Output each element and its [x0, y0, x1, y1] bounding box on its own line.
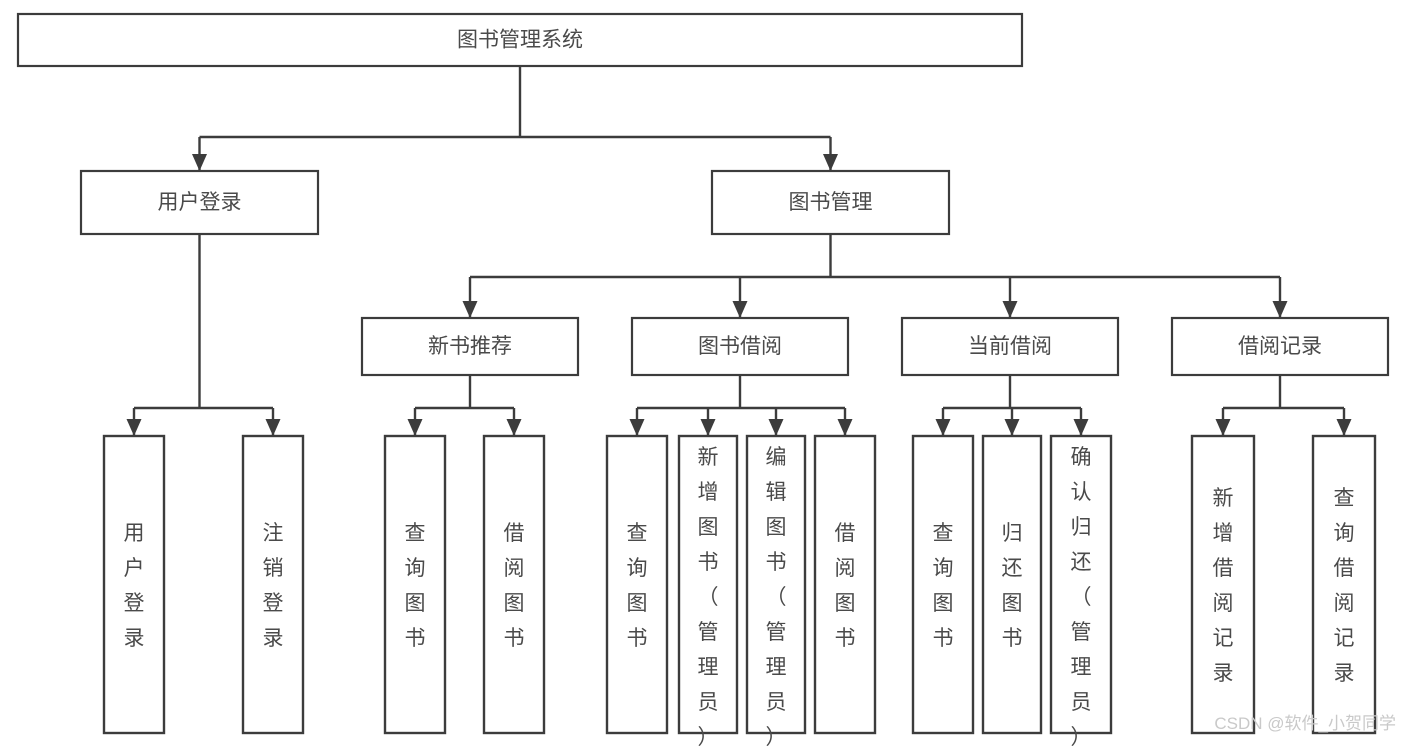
leaf-leaf-user-login-label: 用户登录	[124, 522, 145, 650]
node-borrow-record-label: 借阅记录	[1238, 335, 1322, 358]
leaf-leaf-query-borrow-record-label: 查询借阅记录	[1334, 487, 1355, 685]
arrow-head-icon	[732, 301, 748, 318]
node-new-book-recommend-label: 新书推荐	[428, 335, 512, 358]
node-user-login-label: 用户登录	[158, 191, 242, 214]
root-node-book-management-system-label: 图书管理系统	[457, 29, 583, 52]
leaf-leaf-edit-book-admin-label: 编辑图书（管理员）	[766, 446, 787, 747]
node-user-login-box[interactable]	[79, 169, 320, 236]
arrow-head-icon	[700, 419, 716, 436]
arrow-head-icon	[823, 154, 838, 171]
csdn-watermark: CSDN @软件_小贺同学	[1214, 714, 1396, 733]
arrow-head-icon	[265, 419, 281, 436]
arrow-head-icon	[629, 419, 645, 436]
leaf-leaf-query-book-rec-box[interactable]	[383, 434, 447, 735]
leaf-leaf-edit-book-admin-box[interactable]	[745, 434, 807, 735]
arrow-head-icon	[192, 154, 207, 171]
arrow-head-icon	[1073, 419, 1089, 436]
arrow-head-icon	[1004, 419, 1020, 436]
leaf-leaf-confirm-return-admin-label: 确认归还（管理员）	[1071, 446, 1092, 747]
leaf-leaf-user-logout-label: 注销登录	[263, 522, 284, 650]
arrow-head-icon	[506, 419, 522, 436]
leaf-leaf-user-login-box[interactable]	[102, 434, 166, 735]
leaf-leaf-user-logout-box[interactable]	[241, 434, 305, 735]
leaf-leaf-query-book-rec-label: 查询图书	[405, 522, 426, 650]
arrow-head-icon	[1002, 301, 1018, 318]
leaf-leaf-query-book-cur-box[interactable]	[911, 434, 975, 735]
leaf-leaf-confirm-return-admin-box[interactable]	[1049, 434, 1113, 735]
leaf-leaf-add-book-admin-box[interactable]	[677, 434, 739, 735]
arrow-head-icon	[935, 419, 951, 436]
nodes-group: 图书管理系统用户登录图书管理新书推荐图书借阅当前借阅借阅记录用户登录注销登录查询…	[16, 12, 1390, 747]
leaf-leaf-borrow-book-rec-box[interactable]	[482, 434, 546, 735]
node-book-manage-label: 图书管理	[789, 191, 873, 214]
leaf-leaf-query-borrow-record-box[interactable]	[1311, 434, 1377, 735]
node-book-borrow-box[interactable]	[630, 316, 850, 377]
leaf-leaf-add-borrow-record-box[interactable]	[1190, 434, 1256, 735]
arrow-head-icon	[1336, 419, 1352, 436]
leaf-leaf-query-book-bor-label: 查询图书	[627, 522, 648, 650]
leaf-leaf-return-book-label: 归还图书	[1002, 522, 1023, 650]
leaf-leaf-add-book-admin-label: 新增图书（管理员）	[698, 446, 719, 747]
arrow-head-icon	[407, 419, 423, 436]
arrow-head-icon	[126, 419, 142, 436]
leaf-leaf-borrow-book-rec-label: 借阅图书	[504, 522, 525, 650]
node-new-book-recommend-box[interactable]	[360, 316, 580, 377]
leaf-leaf-borrow-book-bor-label: 借阅图书	[835, 522, 856, 650]
root-node-book-management-system-box[interactable]	[16, 12, 1024, 68]
arrow-head-icon	[1272, 301, 1288, 318]
node-current-borrow-label: 当前借阅	[968, 335, 1052, 358]
arrow-head-icon	[1215, 419, 1231, 436]
leaf-leaf-add-borrow-record-label: 新增借阅记录	[1213, 487, 1234, 685]
leaf-leaf-return-book-box[interactable]	[981, 434, 1043, 735]
arrow-head-icon	[462, 301, 478, 318]
leaf-leaf-borrow-book-bor-box[interactable]	[813, 434, 877, 735]
node-book-manage-box[interactable]	[710, 169, 951, 236]
leaf-leaf-query-book-cur-label: 查询图书	[933, 522, 954, 650]
arrow-head-icon	[768, 419, 784, 436]
node-current-borrow-box[interactable]	[900, 316, 1120, 377]
leaf-leaf-query-book-bor-box[interactable]	[605, 434, 669, 735]
arrow-head-icon	[837, 419, 853, 436]
node-book-borrow-label: 图书借阅	[698, 335, 782, 358]
connector-lines-group	[126, 66, 1352, 436]
node-borrow-record-box[interactable]	[1170, 316, 1390, 377]
